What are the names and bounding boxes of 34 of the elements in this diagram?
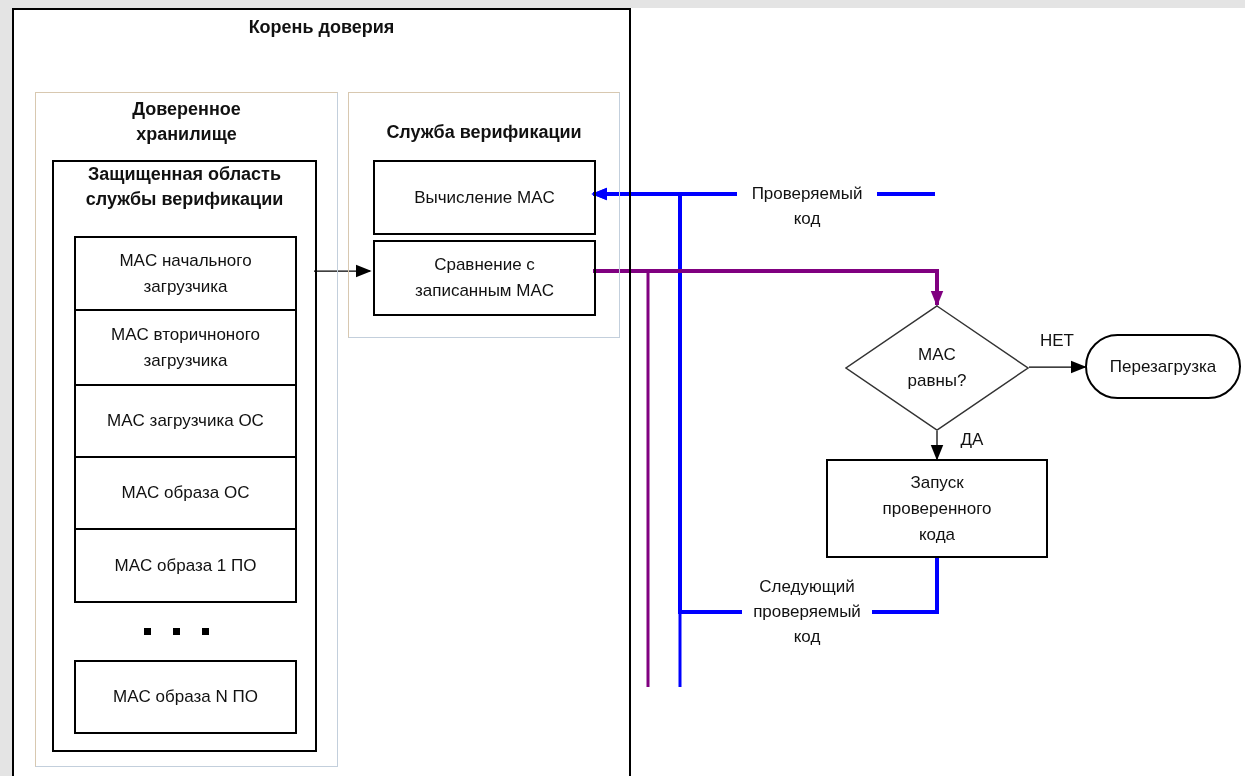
mac-record-box: [74, 528, 297, 603]
process-box: [373, 160, 596, 235]
node-text: Запуск проверенного кода: [881, 471, 993, 546]
terminator: [1085, 334, 1241, 399]
process-box: [826, 459, 1048, 558]
node-text: MAC вторичноного загрузчика: [110, 323, 261, 372]
mac-record-box: [74, 236, 297, 311]
node-text: MAC образа N ПО: [112, 686, 259, 708]
container-title: Доверенное хранилище: [131, 98, 242, 146]
container-title: Корень доверия: [247, 16, 396, 39]
arrow: [593, 269, 944, 307]
node-text: MAC загрузчика ОС: [106, 410, 265, 432]
mac-record-box: [74, 309, 297, 386]
node-text: MAC равны?: [906, 344, 968, 392]
arrow: [930, 430, 944, 461]
mac-record-box: [74, 660, 297, 734]
node-text: MAC образа 1 ПО: [113, 554, 258, 577]
verification-service-container: [348, 92, 620, 338]
node-text: Сравнение с записанным MAC: [413, 254, 556, 302]
root-of-trust-frame: [12, 8, 631, 776]
node-text: MAC образа ОС: [120, 482, 251, 504]
process-box: [373, 240, 596, 316]
container-title: Защищенная область службы верификации: [84, 163, 285, 211]
mac-record-box: [74, 384, 297, 458]
mac-record-box: [74, 456, 297, 530]
protected-area-container: [52, 160, 317, 752]
decision-diamond: [845, 305, 1029, 431]
storage-container: [35, 92, 338, 767]
node-text: MAC начального загрузчика: [118, 249, 253, 298]
container-title: Служба верификации: [385, 121, 583, 144]
node-text: Вычисление MAC: [413, 186, 556, 209]
node-text: Перезагрузка: [1108, 355, 1218, 378]
arrow: [313, 264, 372, 278]
arrow: [1028, 360, 1087, 374]
